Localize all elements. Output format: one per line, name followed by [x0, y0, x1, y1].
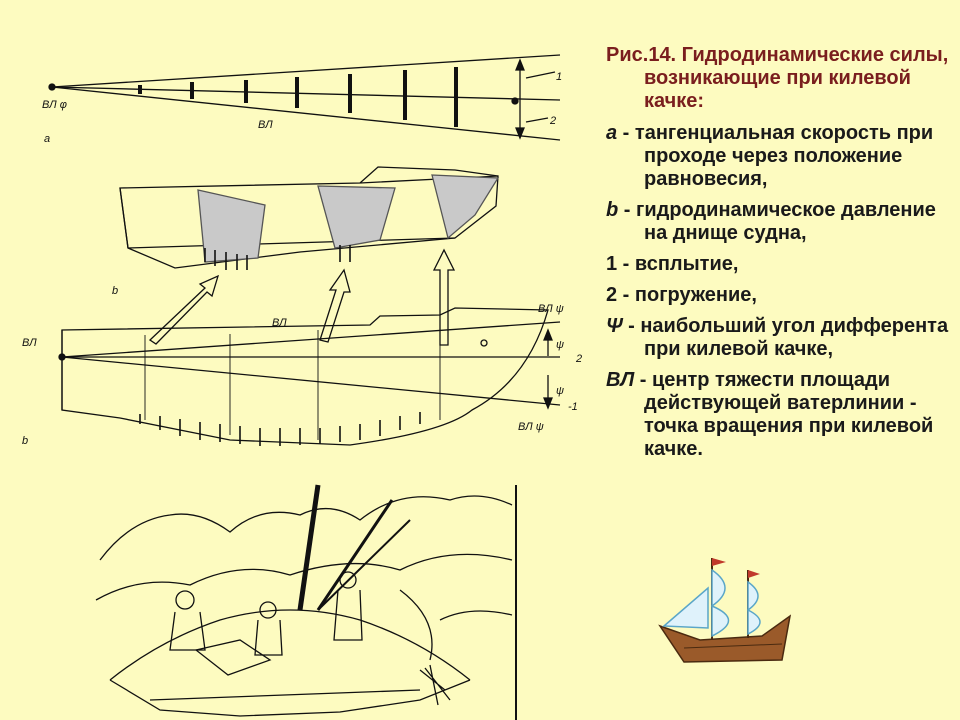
legend-text: - гидродинамическое давление на днище су…: [618, 199, 936, 244]
legend-mark: a: [606, 122, 618, 144]
label-b-bottom: b: [22, 435, 28, 447]
figure-title: Рис.14. Гидродинамические силы, возникаю…: [606, 44, 949, 112]
label-two-right: 2: [575, 353, 582, 365]
label-vl-psi-bottom: ВЛ ψ: [518, 421, 544, 433]
legend-mark: Ψ: [606, 315, 623, 337]
label-minus-one: -1: [568, 401, 578, 413]
hull-perspective: [119, 166, 500, 270]
legend-mark: b: [606, 199, 619, 221]
legend-item-2: 2 - погружение,: [606, 284, 951, 307]
caption-panel: Рис.14. Гидродинамические силы, возникаю…: [606, 44, 951, 469]
label-psi-lower: ψ: [556, 385, 564, 397]
label-a: a: [44, 133, 50, 145]
legend-mark: ВЛ: [606, 369, 635, 391]
legend-item-a: a - тангенциальная скорость при проходе …: [606, 122, 951, 191]
sailing-ship-icon: [658, 558, 792, 663]
hull-side-view: [58, 307, 561, 446]
label-vl-left: ВЛ: [22, 337, 37, 349]
legend-text: - центр тяжести площади действующей вате…: [634, 369, 934, 460]
storm-boat-sketch: [95, 484, 517, 720]
legend-item-vl: ВЛ - центр тяжести площади действующей в…: [606, 369, 951, 461]
section-link-arrows: [148, 248, 456, 346]
label-vl-top: ВЛ: [258, 119, 273, 131]
hydrodynamic-forces-diagram: ВЛ φ ВЛ a 1 2 b: [22, 54, 582, 720]
label-two-top: 2: [549, 115, 556, 127]
label-vl-phi-top: ВЛ φ: [42, 99, 67, 111]
label-b-mid: b: [112, 285, 118, 297]
label-vl-center: ВЛ: [272, 317, 287, 329]
label-one-top: 1: [556, 71, 562, 83]
legend-text: 2 - погружение,: [606, 284, 757, 306]
legend-text: 1 - всплытие,: [606, 253, 739, 275]
legend-text: - тангенциальная скорость при проходе че…: [617, 122, 934, 190]
legend-item-psi: Ψ - наибольший угол дифферента при килев…: [606, 315, 951, 361]
legend-item-b: b - гидродинамическое давление на днище …: [606, 199, 951, 245]
legend-item-1: 1 - всплытие,: [606, 253, 951, 276]
legend-text: - наибольший угол дифферента при килевой…: [622, 315, 949, 360]
tangential-velocity-wedge: [48, 54, 561, 141]
label-vl-psi-top: ВЛ ψ: [538, 303, 564, 315]
label-psi-upper: ψ: [556, 339, 564, 351]
